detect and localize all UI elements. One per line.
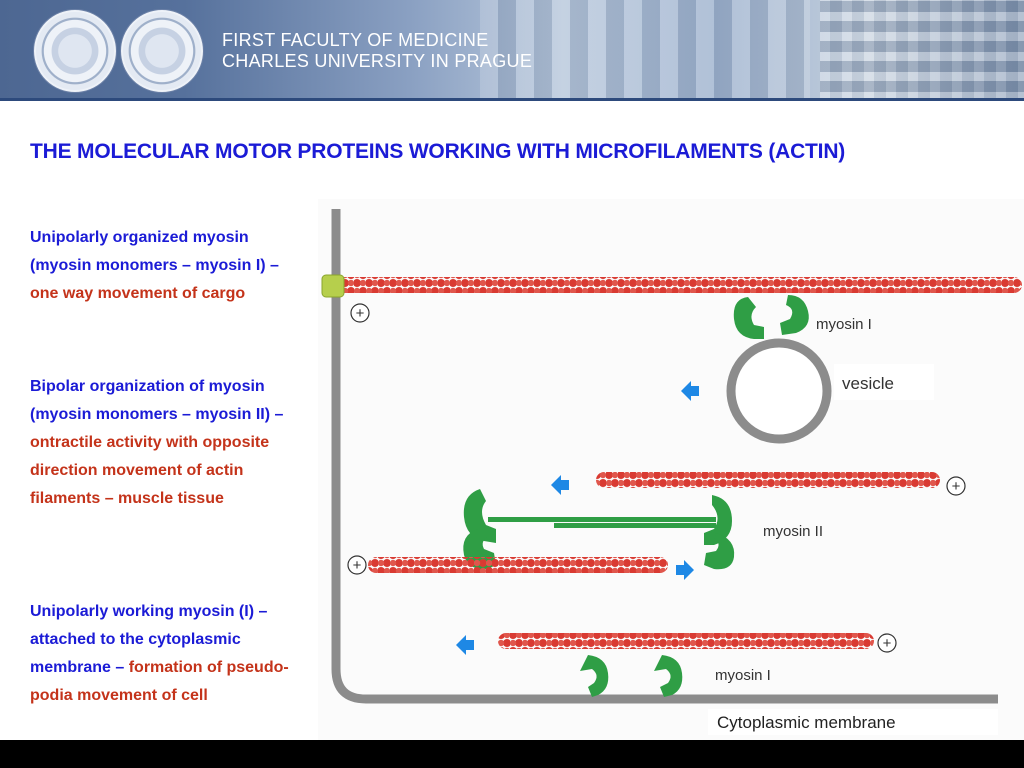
block2-line1: Bipolar organization of myosin <box>30 378 265 395</box>
actin-filament-myosin2-upper <box>596 472 940 488</box>
myosin2-head-right-1 <box>704 495 732 545</box>
label-cytoplasmic-membrane: Cytoplasmic membrane <box>717 713 896 732</box>
block1-line2: (myosin monomers – myosin I) – <box>30 257 279 274</box>
block3-line1: Unipolarly working myosin (I) – <box>30 603 268 620</box>
arrow-right-myosin2 <box>676 560 694 580</box>
block2-line3: ontractile activity with opposite <box>30 434 270 451</box>
building-photo <box>820 0 1024 101</box>
label-myosin-i-bottom: myosin I <box>715 667 771 684</box>
actin-filament-top <box>328 277 1022 293</box>
block3-line3: membrane – formation of pseudo- <box>30 654 330 682</box>
myosin-head-top-1 <box>733 297 764 339</box>
block1-line1: Unipolarly organized myosin <box>30 229 249 246</box>
plus-sign-4: + <box>883 635 892 652</box>
plus-end-marker-4 <box>877 633 897 653</box>
university-seal-logo <box>34 10 116 92</box>
faculty-name: FIRST FACULTY OF MEDICINE CHARLES UNIVER… <box>222 30 532 72</box>
arrow-left-vesicle <box>681 381 699 401</box>
plus-end-marker-2 <box>946 476 966 496</box>
myosin2-tail-1 <box>488 517 716 522</box>
block3-line3-blue: membrane – <box>30 659 129 676</box>
vesicle-label-box <box>834 364 934 400</box>
block2-line2: (myosin monomers – myosin II) – <box>30 406 284 423</box>
block3-line3-red: formation of pseudo- <box>128 659 289 676</box>
myosin2-head-right-2 <box>704 533 735 570</box>
label-myosin-ii: myosin II <box>763 523 823 540</box>
plus-sign-1: + <box>356 305 365 322</box>
text-block-membrane-myosin: Unipolarly working myosin (I) – attached… <box>30 598 330 710</box>
block1-line3: one way movement of cargo <box>30 285 246 302</box>
plus-end-marker-3 <box>347 555 367 575</box>
myosin-head-bottom-2 <box>654 655 683 697</box>
label-myosin-i-top: myosin I <box>816 316 872 333</box>
lab-photo <box>480 0 810 101</box>
myosin-head-top-2 <box>780 295 809 335</box>
arrow-left-myosin2 <box>551 475 569 495</box>
anchor-cap <box>321 274 345 298</box>
faculty-line-2: CHARLES UNIVERSITY IN PRAGUE <box>222 51 533 71</box>
block2-line5: filaments – muscle tissue <box>30 490 224 507</box>
block3-line4: podia movement of cell <box>30 687 208 704</box>
label-vesicle: vesicle <box>842 374 894 393</box>
text-block-myosin-1: Unipolarly organized myosin (myosin mono… <box>30 224 330 308</box>
plus-end-marker-1 <box>350 303 370 323</box>
myosin2-tail-2 <box>554 523 716 528</box>
banner-divider <box>0 98 1024 101</box>
header-banner: FIRST FACULTY OF MEDICINE CHARLES UNIVER… <box>0 0 1024 101</box>
vesicle <box>726 338 832 444</box>
diagram-svg: + myosin I vesicle + myosin II + + <box>321 209 1022 735</box>
myosin-diagram: + myosin I vesicle + myosin II + + <box>318 199 1024 740</box>
plus-sign-3: + <box>353 557 362 574</box>
myosin-head-bottom-1 <box>580 655 609 697</box>
membrane-label-box <box>708 709 998 735</box>
faculty-line-1: FIRST FACULTY OF MEDICINE <box>222 30 489 50</box>
text-block-myosin-2: Bipolar organization of myosin (myosin m… <box>30 373 330 513</box>
slide-title: THE MOLECULAR MOTOR PROTEINS WORKING WIT… <box>30 140 846 163</box>
block3-line2: attached to the cytoplasmic <box>30 631 241 648</box>
block2-line4: direction movement of actin <box>30 462 244 479</box>
myosin2-head-left-1 <box>463 489 496 543</box>
arrow-left-bottom <box>456 635 474 655</box>
actin-filament-bottom <box>498 633 874 649</box>
plus-sign-2: + <box>952 478 961 495</box>
actin-filament-myosin2-lower <box>368 557 668 573</box>
membrane-line <box>331 209 998 704</box>
faculty-seal-logo <box>121 10 203 92</box>
footer-bar <box>0 740 1024 768</box>
